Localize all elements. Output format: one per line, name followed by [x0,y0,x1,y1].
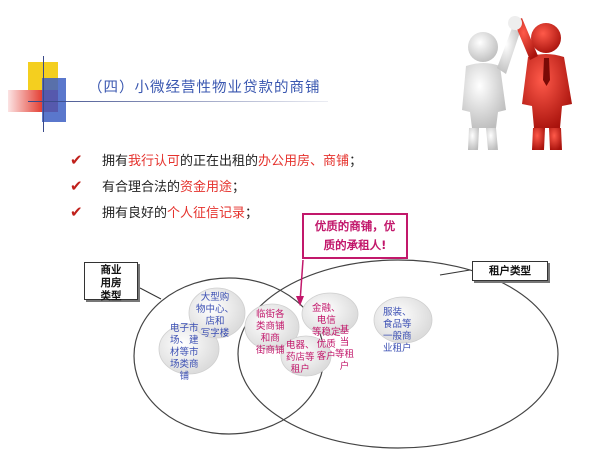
bubble-nearby-text: 基 当 等租 户 [335,325,355,372]
callout-pointer-line [299,259,304,303]
bubble-retail-text: 电器、 药店等 租户 [286,340,315,375]
decor-vertical-line [43,56,44,132]
venn-right-label: 租户类型 [472,261,548,281]
left-label-connector [139,287,162,300]
bubble-market-text: 电子市 场、建 材等市 场类商 铺 [170,323,199,382]
checkmark-icon: ✔ [70,151,83,169]
callout-line-2: 质的承租人! [323,238,387,252]
callout-box: 优质的商铺，优 质的承租人! [302,213,408,259]
bubble-finance [301,292,359,336]
venn-diagram [133,259,559,449]
bullet-item-1: ✔ 拥有我行认可的正在出租的办公用房、商铺； [70,150,362,169]
bullet-item-3: ✔ 拥有良好的个人征信记录； [70,202,258,221]
bullet-1-text: 拥有我行认可的正在出租的办公用房、商铺； [102,154,363,169]
callout-line-1: 优质的商铺，优 [314,219,396,233]
bubble-mall-text: 大型购 物中心、 店和 写字楼 [196,292,235,339]
venn-right-circle [237,259,559,449]
right-label-connector [439,269,471,276]
bubble-mall [188,287,246,339]
red-figure [514,18,572,150]
slide-title: （四）小微经营性物业贷款的商铺 [88,80,321,96]
callout-pointer-arrow [296,296,304,306]
checkmark-icon: ✔ [70,177,83,195]
venn-left-label: 商业 用房 类型 [84,262,138,302]
checkmark-icon: ✔ [70,203,83,221]
bullet-item-2: ✔ 有合理合法的资金用途； [70,176,245,195]
bubble-street [244,303,300,351]
bullet-2-text: 有合理合法的资金用途； [102,180,246,195]
bullet-3-text: 拥有良好的个人征信记录； [102,206,259,221]
bubble-clothing [373,296,433,344]
bubble-market [158,323,220,375]
white-figure [462,28,520,150]
bubble-finance-text: 金融、 电信 等稳定 优质 客户 [312,303,341,362]
high-five-hands [508,16,522,30]
bubble-clothing-text: 服装、 食品等 一般商 业租户 [383,307,412,354]
bubble-street-text: 临街各 类商铺 和商 街商铺 [256,309,285,356]
title-underline [28,101,328,102]
bubble-retail [280,335,332,377]
decor-blue-square [42,78,66,122]
